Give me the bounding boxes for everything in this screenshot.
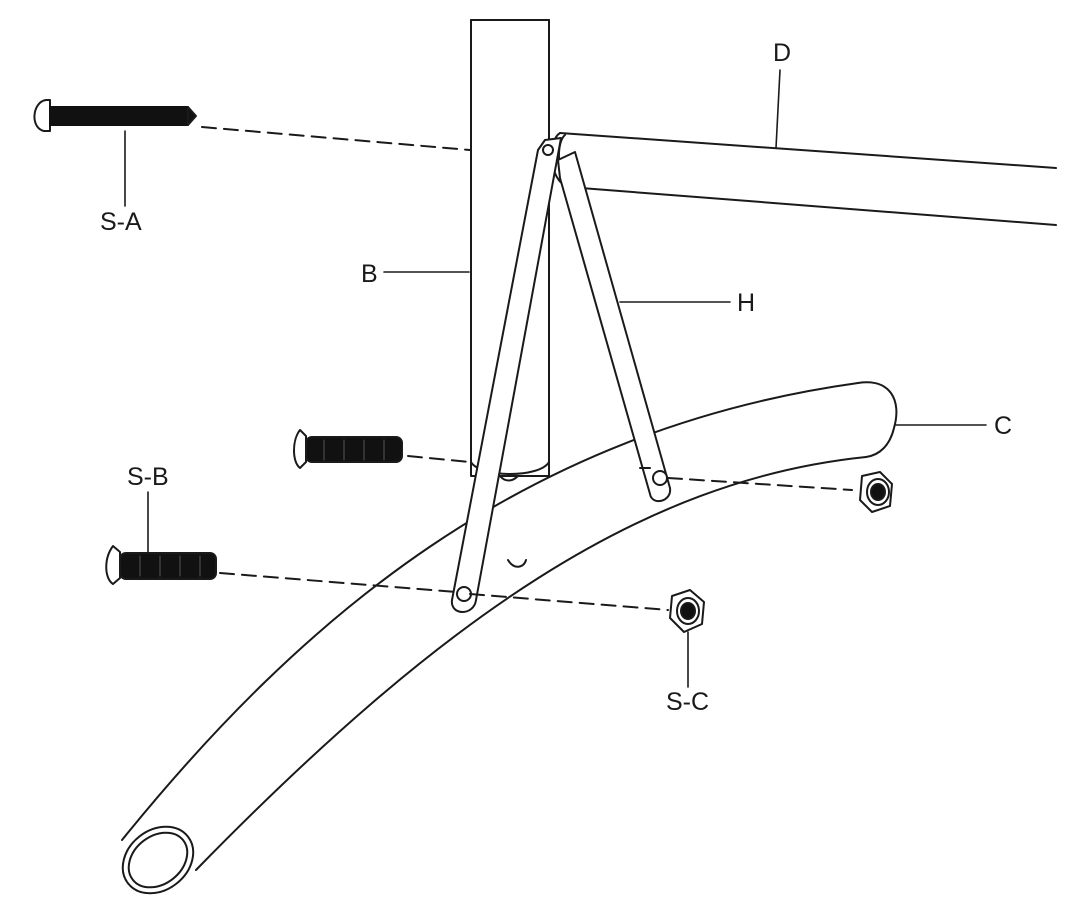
label-c: C (994, 412, 1013, 440)
nut-s-c-right (859, 471, 893, 513)
tube-d (550, 132, 1057, 226)
label-s-b: S-B (127, 463, 169, 491)
label-h: H (737, 289, 756, 317)
label-s-c: S-C (666, 688, 710, 716)
leader-lines (124, 69, 987, 688)
label-d: D (773, 39, 792, 67)
label-s-a: S-A (100, 208, 142, 236)
bolt-s-b-lower (105, 545, 217, 585)
label-b: B (361, 260, 378, 288)
bolt-s-b-upper (293, 429, 403, 469)
bolt-s-a (33, 99, 197, 132)
brace-h (450, 137, 672, 613)
nut-s-c-center (669, 589, 705, 633)
assembly-guide-lines (201, 126, 853, 611)
tube-b (470, 19, 550, 482)
tube-c (121, 381, 898, 895)
